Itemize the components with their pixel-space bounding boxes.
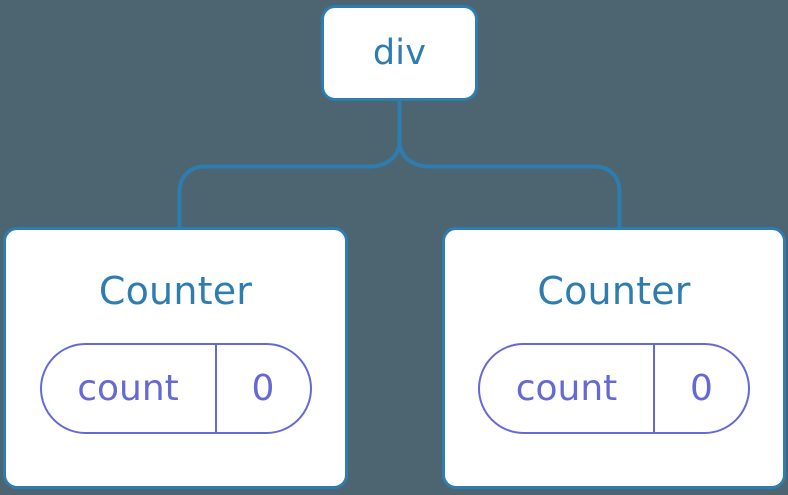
state-value: 0 [251,367,275,409]
edge-root-to-bus-mirror [397,139,432,169]
state-key: count [515,367,618,409]
state-value-cell: 0 [217,345,310,432]
node-label: Counter [537,269,691,313]
state-value: 0 [690,367,713,409]
node-counter-right[interactable]: Counter count 0 [442,227,786,489]
node-label: div [372,32,427,73]
state-value-cell: 0 [655,345,748,432]
state-pill[interactable]: count 0 [39,343,312,434]
state-key-cell: count [480,345,655,432]
state-key: count [77,367,179,409]
node-counter-left[interactable]: Counter count 0 [3,227,348,489]
edge-root-to-bus [367,98,402,169]
state-key-cell: count [42,345,217,432]
node-div[interactable]: div [321,5,478,101]
state-pill[interactable]: count 0 [478,343,750,434]
edge-bus-to-child-right [426,164,622,230]
node-label: Counter [98,269,253,313]
edge-bus-to-child-left [177,164,373,230]
